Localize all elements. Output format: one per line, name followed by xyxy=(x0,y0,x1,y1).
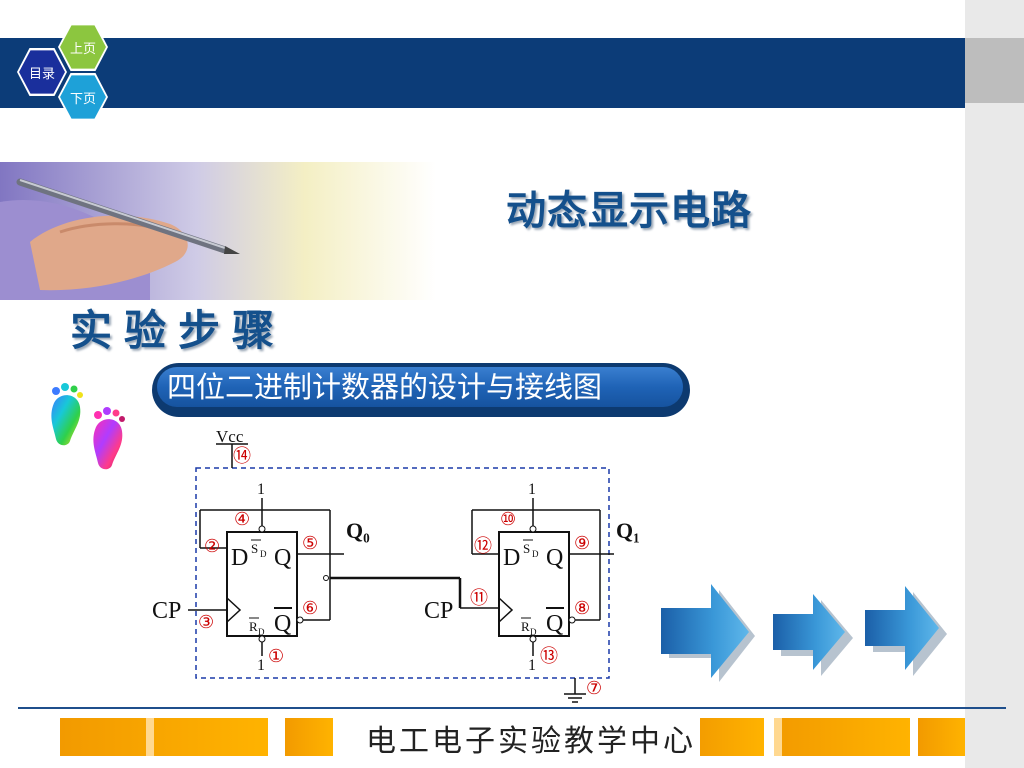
section-title: 实验步骤 xyxy=(70,306,287,355)
svg-text:D: D xyxy=(231,545,248,571)
ff0-rd-pin: ① xyxy=(268,646,284,666)
footer-bar-right-1 xyxy=(692,718,764,756)
right-strip-band xyxy=(965,38,1024,103)
ff0-sd-value: 1 xyxy=(257,481,265,498)
ground-pin-marker: ⑦ xyxy=(586,678,602,698)
svg-text:Q: Q xyxy=(546,545,563,571)
svg-text:R: R xyxy=(249,619,258,634)
page-title: 动态显示电路 xyxy=(506,187,752,234)
svg-text:S: S xyxy=(251,541,258,556)
caption-banner: 四位二进制计数器的设计与接线图 xyxy=(152,363,690,417)
ff1-q-pin: ⑨ xyxy=(574,533,590,553)
flip-flop-0: 1 ④ D S D Q Q R D CP ③ ② ⑤ Q₀ ⑥ xyxy=(152,481,370,674)
toc-label: 目录 xyxy=(28,66,55,82)
flip-flop-1: 1 ⑩ D S D Q Q R D CP ⑪ ⑫ ⑨ Q₁ ⑧ 1 ⑬ xyxy=(424,481,640,674)
footprints-icon xyxy=(44,383,136,477)
footer-label: 电工电子实验教学中心 xyxy=(362,716,700,760)
vcc-pin-marker: ⑭ xyxy=(233,446,251,466)
caption-text: 四位二进制计数器的设计与接线图 xyxy=(157,367,683,407)
svg-text:D: D xyxy=(530,627,537,637)
svg-text:Q: Q xyxy=(546,611,563,637)
hand-pen-photo xyxy=(0,162,436,300)
circuit-diagram: Vcc ⑭ 1 ④ D S D Q Q R xyxy=(150,427,650,712)
ff1-clock-label: CP xyxy=(424,598,453,624)
svg-text:Q: Q xyxy=(274,611,291,637)
right-arrow-icon xyxy=(661,584,749,678)
footer-rule xyxy=(18,707,1006,709)
ff0-q-pin: ⑤ xyxy=(302,533,318,553)
ff0-clock-label: CP xyxy=(152,598,181,624)
prev-page-label: 上页 xyxy=(69,41,96,57)
decorative-arrows xyxy=(655,580,955,704)
vcc-label: Vcc xyxy=(216,428,244,446)
ff1-clk-pin: ⑪ xyxy=(470,588,488,608)
next-page-label: 下页 xyxy=(69,91,96,107)
footer-bar-right-2 xyxy=(774,718,910,756)
footer-bar-left-2 xyxy=(285,718,333,756)
ff1-output-label: Q₁ xyxy=(616,518,640,543)
ff1-rd-value: 1 xyxy=(528,657,536,674)
ff0-d-pin: ② xyxy=(204,536,220,556)
ff0-clk-pin: ③ xyxy=(198,612,214,632)
footer-bar-right-3 xyxy=(918,718,965,756)
ff0-sd-pin: ④ xyxy=(234,509,250,529)
ff1-rd-pin: ⑬ xyxy=(540,646,558,666)
ff0-rd-value: 1 xyxy=(257,657,265,674)
ff0-output-label: Q₀ xyxy=(346,518,370,543)
ff1-qbar-pin: ⑧ xyxy=(574,598,590,618)
toc-button[interactable]: 目录 xyxy=(19,50,65,94)
footer-bar-left-1 xyxy=(60,718,268,756)
header-bar xyxy=(0,38,965,108)
svg-text:D: D xyxy=(503,545,520,571)
ff1-d-pin: ⑫ xyxy=(474,536,492,556)
svg-text:D: D xyxy=(260,549,267,559)
right-gray-strip xyxy=(965,0,1024,768)
svg-text:S: S xyxy=(523,541,530,556)
ff1-sd-value: 1 xyxy=(528,481,536,498)
ff0-qbar-pin: ⑥ xyxy=(302,598,318,618)
svg-text:Q: Q xyxy=(274,545,291,571)
ff1-sd-pin: ⑩ xyxy=(500,509,516,529)
svg-text:D: D xyxy=(532,549,539,559)
svg-text:D: D xyxy=(258,627,265,637)
svg-text:R: R xyxy=(521,619,530,634)
